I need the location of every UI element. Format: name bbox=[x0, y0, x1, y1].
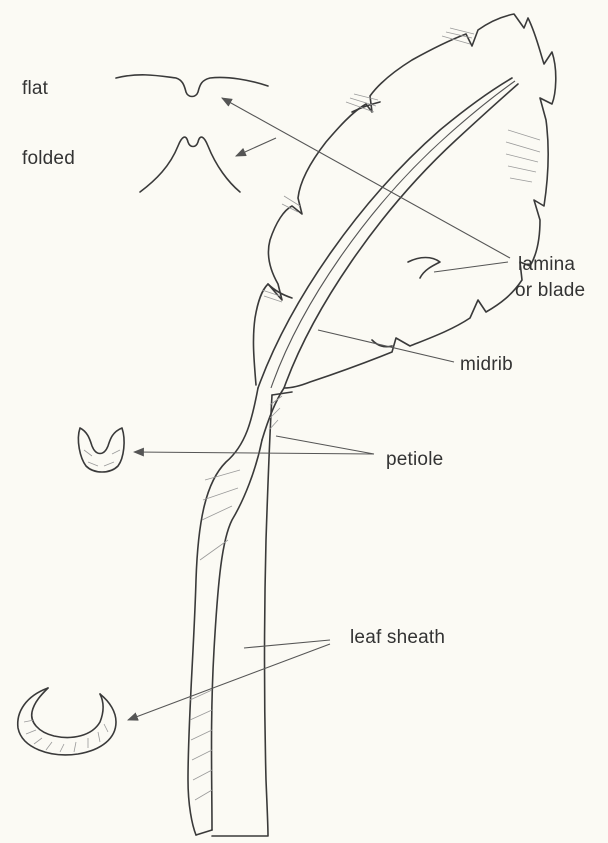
label-folded: folded bbox=[22, 148, 75, 170]
label-or-blade: or blade bbox=[515, 280, 585, 302]
cross-section-folded bbox=[140, 137, 240, 192]
cross-section-leaf-sheath bbox=[18, 688, 116, 755]
pointer-lines bbox=[128, 98, 510, 720]
label-midrib: midrib bbox=[460, 354, 513, 376]
label-flat: flat bbox=[22, 78, 48, 100]
label-petiole: petiole bbox=[386, 449, 443, 471]
petiole-shape bbox=[262, 388, 292, 440]
cross-section-petiole bbox=[78, 428, 124, 472]
cross-section-flat bbox=[116, 75, 268, 97]
label-leaf-sheath: leaf sheath bbox=[350, 627, 445, 649]
label-lamina: lamina bbox=[518, 254, 575, 276]
lamina-shape bbox=[253, 14, 555, 388]
leaf-sheath-shape bbox=[188, 388, 272, 836]
midrib-shape bbox=[258, 78, 518, 388]
